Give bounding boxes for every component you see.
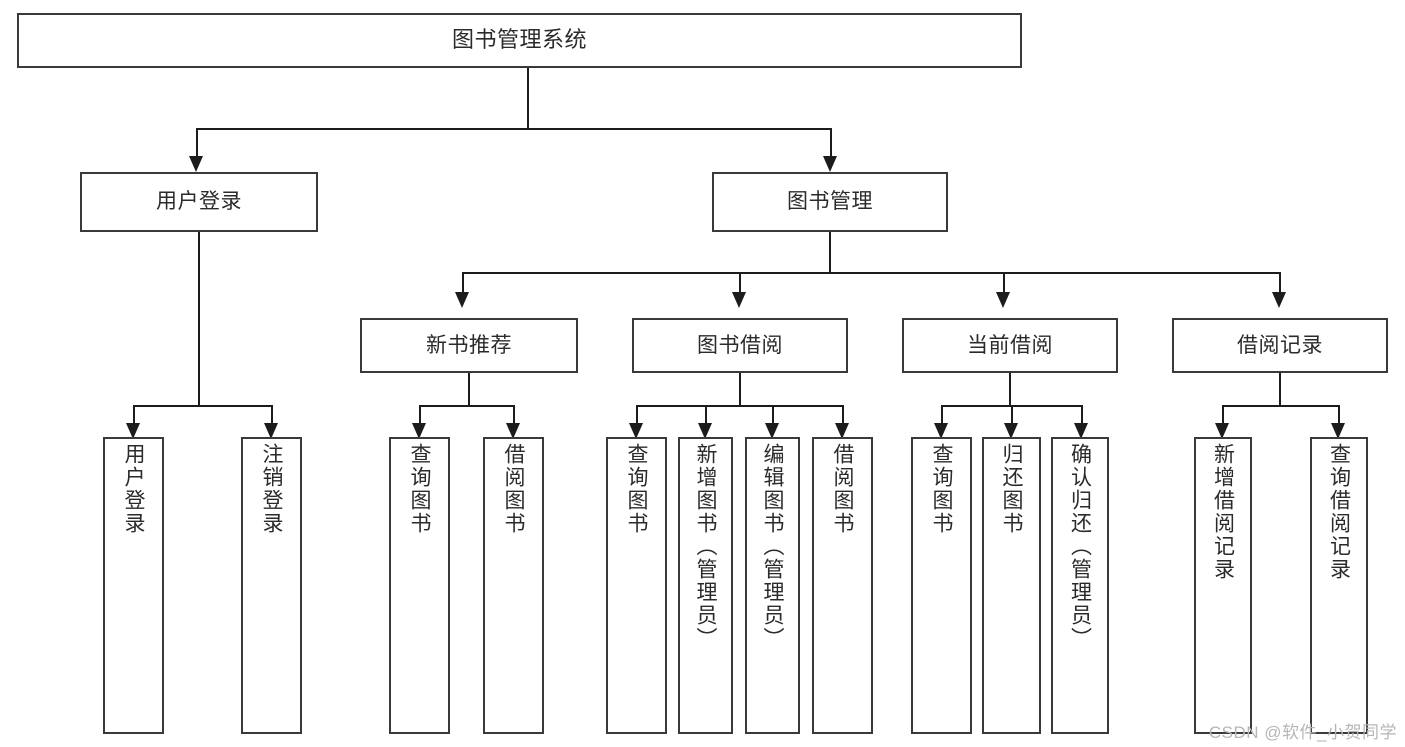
arrowhead-book-borrow-leaf-4 — [835, 423, 849, 439]
connector-borrow-record-leaf-1 — [1222, 405, 1224, 425]
leaf-borrow-record-query-record[interactable]: 查询借阅记录 — [1310, 437, 1368, 734]
leaf-logout[interactable]: 注销登录 — [241, 437, 302, 734]
node-label: 借阅图书 — [831, 443, 854, 535]
connector-user-login-leaf-2 — [271, 405, 273, 425]
node-label: 新书推荐 — [426, 333, 512, 357]
leaf-current-borrow-return-books[interactable]: 归还图书 — [982, 437, 1041, 734]
arrowhead-new-book-leaf-2 — [506, 423, 520, 439]
node-label: 图书管理 — [787, 190, 873, 214]
node-label: 注销登录 — [260, 443, 283, 535]
connector-user-login-leaf-1 — [133, 405, 135, 425]
node-label: 查询图书 — [408, 443, 431, 535]
node-label: 查询图书 — [625, 443, 648, 535]
arrowhead-user-login-leaf-2 — [264, 423, 278, 439]
connector-borrow-record-leaf-2 — [1338, 405, 1340, 425]
node-user-login[interactable]: 用户登录 — [80, 172, 318, 232]
connector-book-borrow-bus — [636, 405, 842, 407]
leaf-current-borrow-confirm-return-admin[interactable]: 确认归还（管理员） — [1051, 437, 1109, 734]
leaf-user-login[interactable]: 用户登录 — [103, 437, 164, 734]
connector-new-book-leaf-1 — [419, 405, 421, 425]
connector-book-borrow-leaf-1 — [636, 405, 638, 425]
node-label: 归还图书 — [1000, 443, 1023, 535]
node-root-system[interactable]: 图书管理系统 — [17, 13, 1022, 68]
node-label: 查询借阅记录 — [1327, 443, 1351, 581]
connector-book-borrow-leaf-3 — [772, 405, 774, 425]
arrowhead-book-borrow-leaf-1 — [629, 423, 643, 439]
arrowhead-book-borrow-leaf-3 — [765, 423, 779, 439]
connector-new-book-leaf-2 — [513, 405, 515, 425]
connector-book-mgmt-bus — [462, 272, 1279, 274]
node-label: 编辑图书（管理员） — [761, 443, 784, 650]
connector-root-to-book-mgmt — [830, 128, 832, 158]
connector-book-borrow-stem — [739, 373, 741, 405]
arrowhead-book-mgmt-to-new-book — [455, 292, 469, 308]
connector-user-login-stem — [198, 232, 200, 405]
connector-root-bus — [196, 128, 830, 130]
leaf-book-borrow-borrow-books[interactable]: 借阅图书 — [812, 437, 873, 734]
node-book-borrow[interactable]: 图书借阅 — [632, 318, 848, 373]
node-borrow-record[interactable]: 借阅记录 — [1172, 318, 1388, 373]
leaf-new-book-borrow-books[interactable]: 借阅图书 — [483, 437, 544, 734]
arrowhead-book-borrow-leaf-2 — [698, 423, 712, 439]
connector-current-borrow-stem — [1009, 373, 1011, 405]
arrowhead-root-to-user-login — [189, 156, 203, 172]
connector-book-borrow-leaf-2 — [705, 405, 707, 425]
node-label: 图书借阅 — [697, 333, 783, 357]
connector-book-mgmt-to-book-borrow — [739, 272, 741, 294]
node-label: 用户登录 — [156, 190, 242, 214]
connector-user-login-bus — [133, 405, 271, 407]
node-label: 借阅记录 — [1237, 333, 1323, 357]
connector-borrow-record-stem — [1279, 373, 1281, 405]
arrowhead-borrow-record-leaf-2 — [1331, 423, 1345, 439]
connector-current-borrow-leaf-3 — [1081, 405, 1083, 425]
arrowhead-user-login-leaf-1 — [126, 423, 140, 439]
connector-book-mgmt-to-new-book — [462, 272, 464, 294]
node-label: 确认归还（管理员） — [1068, 443, 1092, 650]
node-label: 查询图书 — [930, 443, 953, 535]
arrowhead-book-mgmt-to-borrow-record — [1272, 292, 1286, 308]
arrowhead-book-mgmt-to-current-borrow — [996, 292, 1010, 308]
leaf-book-borrow-edit-book-admin[interactable]: 编辑图书（管理员） — [745, 437, 800, 734]
connector-borrow-record-bus — [1222, 405, 1338, 407]
arrowhead-borrow-record-leaf-1 — [1215, 423, 1229, 439]
arrowhead-current-borrow-leaf-1 — [934, 423, 948, 439]
node-book-management[interactable]: 图书管理 — [712, 172, 948, 232]
connector-new-book-stem — [468, 373, 470, 405]
arrowhead-root-to-book-mgmt — [823, 156, 837, 172]
leaf-new-book-query-books[interactable]: 查询图书 — [389, 437, 450, 734]
connector-root-to-user-login — [196, 128, 198, 158]
connector-current-borrow-leaf-2 — [1011, 405, 1013, 425]
node-current-borrow[interactable]: 当前借阅 — [902, 318, 1118, 373]
node-label: 当前借阅 — [967, 333, 1053, 357]
connector-new-book-bus — [419, 405, 513, 407]
leaf-borrow-record-add-record[interactable]: 新增借阅记录 — [1194, 437, 1252, 734]
node-label: 新增图书（管理员） — [694, 443, 717, 650]
leaf-book-borrow-add-book-admin[interactable]: 新增图书（管理员） — [678, 437, 733, 734]
node-label: 新增借阅记录 — [1211, 443, 1235, 581]
connector-book-mgmt-stem — [829, 232, 831, 272]
arrowhead-new-book-leaf-1 — [412, 423, 426, 439]
connector-book-mgmt-to-borrow-record — [1279, 272, 1281, 294]
arrowhead-current-borrow-leaf-3 — [1074, 423, 1088, 439]
connector-book-mgmt-to-current-borrow — [1003, 272, 1005, 294]
connector-current-borrow-leaf-1 — [941, 405, 943, 425]
arrowhead-book-mgmt-to-book-borrow — [732, 292, 746, 308]
connector-root-stem — [527, 68, 529, 128]
node-label: 图书管理系统 — [451, 27, 587, 53]
leaf-current-borrow-query-books[interactable]: 查询图书 — [911, 437, 972, 734]
node-new-book-recommend[interactable]: 新书推荐 — [360, 318, 578, 373]
node-label: 借阅图书 — [502, 443, 525, 535]
node-label: 用户登录 — [122, 443, 145, 535]
connector-book-borrow-leaf-4 — [842, 405, 844, 425]
arrowhead-current-borrow-leaf-2 — [1004, 423, 1018, 439]
leaf-book-borrow-query-books[interactable]: 查询图书 — [606, 437, 667, 734]
